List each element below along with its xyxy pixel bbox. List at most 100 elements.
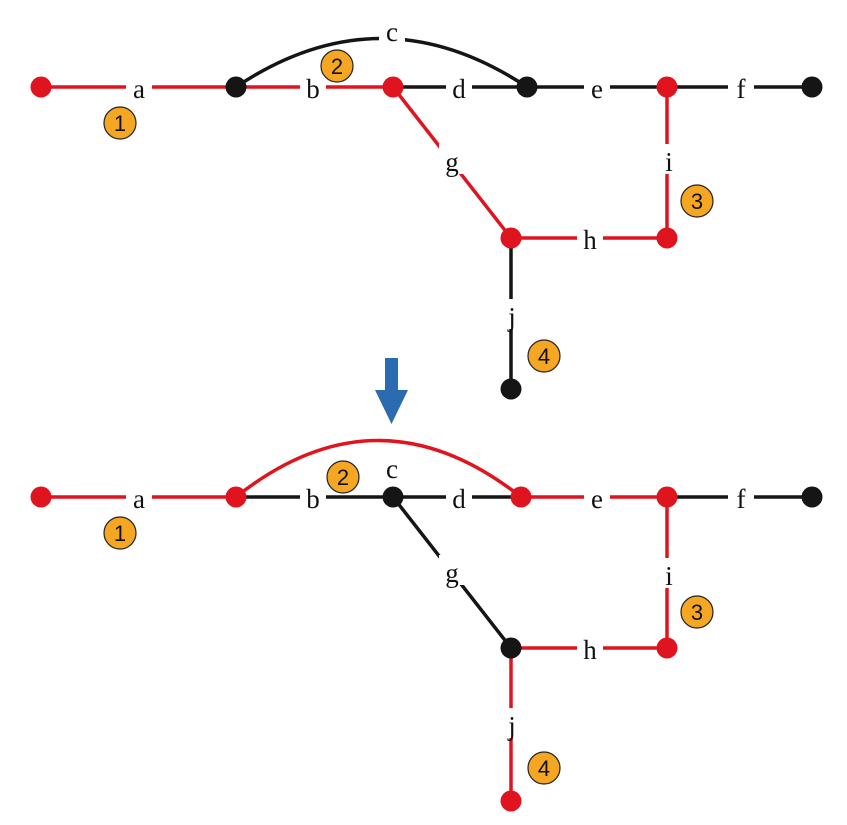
edge-label-group-a: a [126, 481, 152, 514]
edge-label-h: h [583, 635, 597, 665]
edge-label-group-h: h [577, 632, 603, 665]
node-n9 [500, 378, 522, 400]
edge-label-i: i [665, 147, 673, 177]
edge-label-background [446, 481, 472, 511]
edge-label-g: g [445, 558, 459, 588]
badge-number: 3 [691, 600, 703, 625]
edge-c [234, 438, 523, 499]
edge-label-background [126, 481, 152, 511]
edge-label-e: e [591, 484, 603, 514]
edge-label-group-g: g [439, 144, 465, 177]
edge-label-group-b: b [300, 71, 326, 104]
badge-number: 4 [538, 756, 550, 781]
edge-label-b: b [306, 74, 320, 104]
edge-label-layer: a b c d e f g h i j [126, 14, 754, 332]
node-n6 [801, 486, 823, 508]
edge-label-i: i [665, 561, 673, 591]
edge-label-group-i: i [656, 558, 682, 591]
edge-label-g: g [445, 147, 459, 177]
node-n8 [656, 637, 678, 659]
edge-label-layer: a b c d e f g h i j [126, 454, 754, 741]
edge-label-background [728, 481, 754, 511]
badge-circle [326, 460, 360, 494]
badge-circle [320, 49, 354, 83]
edge-label-background [379, 14, 405, 44]
badge-2: 2 [320, 49, 354, 83]
node-n6 [801, 76, 823, 98]
edge-label-group-c: c [386, 454, 398, 484]
edge-label-group-c: c [379, 14, 405, 47]
badge-number: 2 [331, 54, 343, 79]
edge-label-group-b: b [300, 481, 326, 514]
badge-number: 1 [114, 111, 126, 136]
badge-layer: 1 2 3 4 [103, 49, 714, 373]
node-n7 [500, 227, 522, 249]
edge-label-background [300, 71, 326, 101]
edge-label-background [584, 71, 610, 101]
node-n1 [30, 486, 52, 508]
edge-label-f: f [737, 484, 746, 514]
badge-4: 4 [527, 339, 561, 373]
badge-1: 1 [103, 516, 137, 550]
edge-label-group-j: j [499, 299, 525, 332]
edge-label-group-f: f [728, 71, 754, 104]
edge-label-background [300, 481, 326, 511]
edge-label-group-e: e [584, 71, 610, 104]
node-n4 [516, 76, 538, 98]
node-n3 [382, 76, 404, 98]
badge-circle [103, 106, 137, 140]
edge-label-group-a: a [126, 71, 152, 104]
badge-4: 4 [527, 751, 561, 785]
badge-layer: 1 2 3 4 [103, 460, 714, 785]
node-n8 [656, 227, 678, 249]
edge-label-group-d: d [446, 71, 472, 104]
edge-label-background [584, 481, 610, 511]
down-arrow-icon [375, 358, 408, 424]
edge-label-group-d: d [446, 481, 472, 514]
edge-label-group-e: e [584, 481, 610, 514]
node-n2 [225, 76, 247, 98]
edge-label-group-j: j [499, 708, 525, 741]
node-n1 [30, 76, 52, 98]
edge-label-h: h [583, 225, 597, 255]
edge-label-c: c [386, 454, 398, 484]
node-n3 [382, 486, 404, 508]
badge-3: 3 [680, 184, 714, 218]
edge-label-j: j [507, 711, 516, 741]
badge-circle [527, 751, 561, 785]
badge-number: 2 [337, 465, 349, 490]
edge-label-group-i: i [656, 144, 682, 177]
edge-label-background [499, 299, 525, 329]
node-n7 [500, 637, 522, 659]
badge-3: 3 [680, 595, 714, 629]
edge-label-background [656, 144, 682, 174]
edge-label-background [439, 144, 465, 174]
badge-circle [680, 184, 714, 218]
badge-circle [680, 595, 714, 629]
edge-label-background [728, 71, 754, 101]
edge-label-background [577, 222, 603, 252]
edge-label-background [577, 632, 603, 662]
edge-label-d: d [452, 74, 466, 104]
edge-label-d: d [452, 484, 466, 514]
node-n4 [510, 486, 532, 508]
edge-label-a: a [133, 74, 145, 104]
edge-label-e: e [591, 74, 603, 104]
edge-label-background [126, 71, 152, 101]
node-n5 [656, 486, 678, 508]
node-layer [30, 486, 823, 812]
edge-label-background [439, 555, 465, 585]
edge-label-j: j [507, 302, 516, 332]
node-layer [30, 76, 823, 400]
edge-label-group-h: h [577, 222, 603, 255]
badge-circle [527, 339, 561, 373]
edge-c [235, 36, 528, 89]
edge-label-a: a [133, 484, 145, 514]
badge-circle [103, 516, 137, 550]
graph-before: a b c d e f g h i j 1 2 3 4 [30, 14, 823, 400]
badge-number: 4 [538, 344, 550, 369]
badge-number: 3 [691, 189, 703, 214]
edge-label-group-f: f [728, 481, 754, 514]
edge-label-f: f [737, 74, 746, 104]
